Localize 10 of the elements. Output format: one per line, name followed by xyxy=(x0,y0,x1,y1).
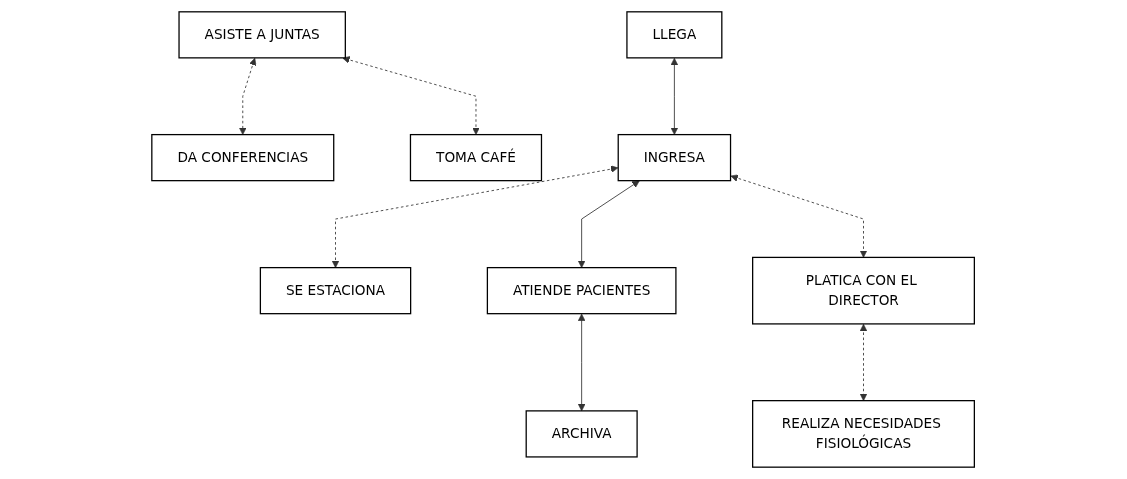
node-box: LLEGA xyxy=(626,11,723,59)
node-box: INGRESA xyxy=(618,133,732,182)
node-box: SE ESTACIONA xyxy=(260,267,412,315)
node-box: TOMA CAFÉ xyxy=(410,133,543,182)
node-box: DA CONFERENCIAS xyxy=(151,133,335,182)
node-box: ASISTE A JUNTAS xyxy=(178,11,347,59)
node-box: ARCHIVA xyxy=(525,410,639,458)
node-box: ATIENDE PACIENTES xyxy=(487,267,677,315)
node-box: REALIZA NECESIDADES FISIOLÓGICAS xyxy=(752,400,976,468)
node-box: PLATICA CON EL DIRECTOR xyxy=(752,256,976,325)
